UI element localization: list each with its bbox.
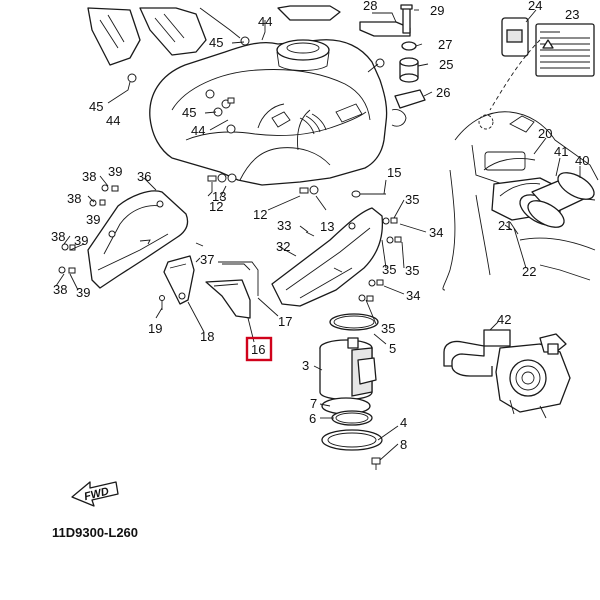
callout-7: 7 (310, 396, 317, 411)
callout-39: 39 (108, 164, 122, 179)
screws-left (58, 173, 319, 274)
callout-16: 16 (251, 342, 265, 357)
callout-44: 44 (258, 14, 272, 29)
callout-3: 3 (302, 358, 309, 373)
screws-right (351, 190, 402, 302)
highlight-box (245, 336, 273, 362)
callout-38: 38 (82, 169, 96, 184)
bracket-37 (163, 255, 195, 305)
callout-44c: 44 (191, 123, 205, 138)
callout-33: 33 (277, 218, 291, 233)
warning-labels (501, 17, 595, 77)
callout-22: 22 (522, 264, 536, 279)
callout-23: 23 (565, 7, 579, 22)
wire-17 (218, 261, 259, 296)
callout-35c: 35 (405, 263, 419, 278)
callout-4: 4 (400, 415, 407, 430)
callout-25: 25 (439, 57, 453, 72)
fwd-direction-arrow (71, 481, 119, 507)
callout-6: 6 (309, 411, 316, 426)
callout-35b: 35 (382, 262, 396, 277)
callout-24: 24 (528, 0, 542, 13)
callout-34b: 34 (406, 288, 420, 303)
callout-39c: 39 (74, 233, 88, 248)
callout-35d: 35 (381, 321, 395, 336)
callout-5: 5 (389, 341, 396, 356)
callout-17: 17 (278, 314, 292, 329)
frame-bracket-left (87, 7, 250, 109)
side-cover-right (271, 207, 384, 307)
callout-28: 28 (363, 0, 377, 13)
callout-12: 12 (209, 199, 223, 214)
callout-41: 41 (554, 144, 568, 159)
callout-38b: 38 (67, 191, 81, 206)
callout-20: 20 (538, 126, 552, 141)
fuel-pump (319, 313, 383, 470)
callout-13b: 13 (320, 219, 334, 234)
callout-15: 15 (387, 165, 401, 180)
callout-45b: 45 (89, 99, 103, 114)
callout-21: 21 (498, 218, 512, 233)
callout-34: 34 (429, 225, 443, 240)
callout-29: 29 (430, 3, 444, 18)
callout-36: 36 (137, 169, 151, 184)
leader-lines (55, 9, 581, 461)
callout-42: 42 (497, 312, 511, 327)
callout-38c: 38 (51, 229, 65, 244)
callout-44b: 44 (106, 113, 120, 128)
callout-39d: 39 (76, 285, 90, 300)
callout-8: 8 (400, 437, 407, 452)
bracket-28-assembly (359, 4, 426, 109)
stay-16 (159, 279, 251, 319)
callout-27: 27 (438, 37, 452, 52)
callout-35: 35 (405, 192, 419, 207)
callout-12b: 12 (253, 207, 267, 222)
callout-18: 18 (200, 329, 214, 344)
callout-32: 32 (276, 239, 290, 254)
callout-numbers: 29 28 27 25 26 24 23 44 45 45 44 45 44 2… (51, 0, 589, 540)
callout-13: 13 (212, 189, 226, 204)
fwd-label: FWD (83, 485, 110, 503)
callout-37: 37 (200, 252, 214, 267)
side-cover-left (87, 190, 204, 289)
throttle-body (443, 329, 571, 419)
callout-19: 19 (148, 321, 162, 336)
callout-45c: 45 (182, 105, 196, 120)
drawing-code: 11D9300-L260 (52, 525, 138, 540)
callout-45: 45 (209, 35, 223, 50)
callout-38d: 38 (53, 282, 67, 297)
ecu-module (491, 172, 595, 231)
callout-26: 26 (436, 85, 450, 100)
callout-40: 40 (575, 153, 589, 168)
tank-mount-top (277, 5, 341, 21)
fuel-tank (149, 39, 407, 186)
callout-39b: 39 (86, 212, 100, 227)
